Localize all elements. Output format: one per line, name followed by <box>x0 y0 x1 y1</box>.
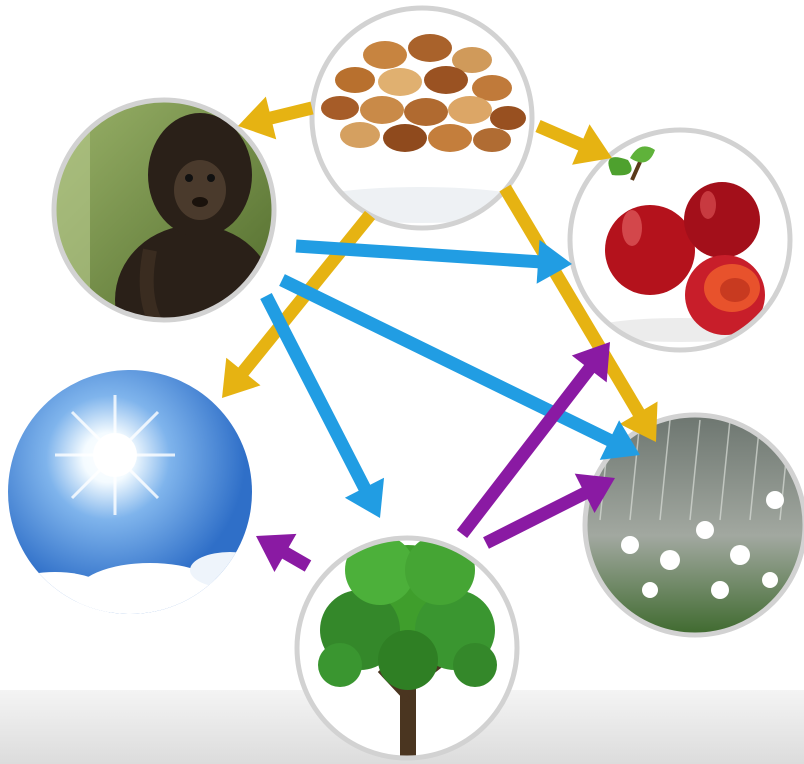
arrow-shaft <box>456 363 596 538</box>
arrow-shaft <box>280 546 312 572</box>
arrow-shaft <box>483 486 590 549</box>
arrow-head <box>222 357 261 398</box>
arrow-head <box>238 96 277 140</box>
seeds-node <box>309 5 535 231</box>
arrow-tree-to-sun <box>256 533 312 573</box>
arrow-head <box>599 420 640 460</box>
arrow-shaft <box>260 293 372 493</box>
arrow-shaft <box>295 239 541 269</box>
arrow-tree-to-plums <box>456 342 610 538</box>
tree-icon <box>318 538 497 758</box>
rain-node <box>582 412 804 638</box>
arrow-shaft <box>535 120 586 152</box>
arrow-head <box>344 477 385 518</box>
tree-node <box>294 535 520 761</box>
arrows-layer <box>222 96 658 573</box>
arrow-seeds-to-monkey <box>238 96 314 140</box>
arrow-monkey-to-tree <box>260 293 385 518</box>
arrow-shaft <box>499 184 646 418</box>
plums-icon <box>590 146 770 342</box>
arrow-head <box>536 239 572 284</box>
monkey-node <box>51 97 277 323</box>
arrow-head <box>572 124 612 165</box>
arrow-seeds-to-rain <box>499 184 658 442</box>
arrow-head <box>571 342 610 383</box>
arrow-head <box>574 473 615 513</box>
monkey-icon <box>54 100 274 320</box>
arrow-tree-to-rain <box>483 473 615 549</box>
arrow-head <box>256 533 297 573</box>
plums-node <box>567 127 793 353</box>
sun-icon <box>8 370 252 614</box>
sun-node <box>8 370 252 614</box>
arrow-head <box>619 401 658 442</box>
arrow-seeds-to-plums <box>535 120 612 165</box>
arrow-shaft <box>267 101 314 125</box>
arrow-monkey-to-plums <box>295 239 572 284</box>
